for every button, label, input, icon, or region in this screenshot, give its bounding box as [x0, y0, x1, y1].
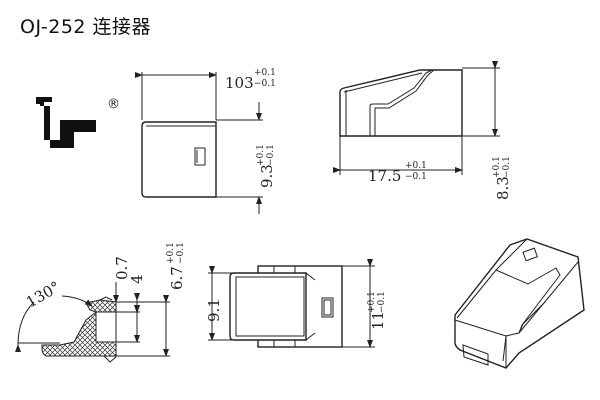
dim-side-height-minus: −0.1: [502, 156, 512, 178]
top-view: 103 +0.1 −0.1 9.3 +0.1 −0.1: [135, 68, 276, 214]
dim-length-plus: +0.1: [405, 161, 427, 171]
front-view: 9.1 11 +0.1 −0.1: [205, 259, 387, 348]
dim-lip: 0.7: [113, 256, 131, 280]
side-view: 17.5 +0.1 −0.1 8.3 +0.1 −0.1: [333, 61, 512, 200]
dim-angle: 130°: [23, 278, 63, 312]
dim-section-height-minus: −0.1: [176, 242, 186, 264]
section-view: 130° 0.7 4 6.7 +0.1 −0.1: [14, 242, 186, 363]
dim-section-height-value: 6.7: [168, 266, 186, 290]
dim-width-value: 103: [225, 74, 254, 92]
dim-height-plus: +0.1: [256, 144, 266, 166]
dim-section-height-plus: +0.1: [166, 242, 176, 264]
dim-bore: 4: [128, 274, 146, 284]
dim-height-value: 9.3: [258, 164, 276, 188]
dim-outer-minus: −0.1: [377, 291, 387, 313]
dim-width-minus: −0.1: [254, 79, 276, 89]
dim-inner-value: 9.1: [205, 298, 223, 322]
dim-outer-plus: +0.1: [367, 291, 377, 313]
dim-height-minus: −0.1: [266, 144, 276, 166]
dim-side-height-plus: +0.1: [492, 156, 502, 178]
registered-mark: ®: [107, 97, 120, 112]
isometric-view: [454, 238, 585, 369]
brand-logo: ®: [36, 97, 120, 148]
dim-outer-value: 11: [369, 311, 387, 330]
dim-length-value: 17.5: [368, 167, 401, 185]
dim-length-minus: −0.1: [405, 172, 427, 182]
dim-width-plus: +0.1: [254, 68, 276, 78]
dim-side-height-value: 8.3: [494, 176, 512, 200]
page-title: OJ-252 连接器: [20, 16, 152, 38]
